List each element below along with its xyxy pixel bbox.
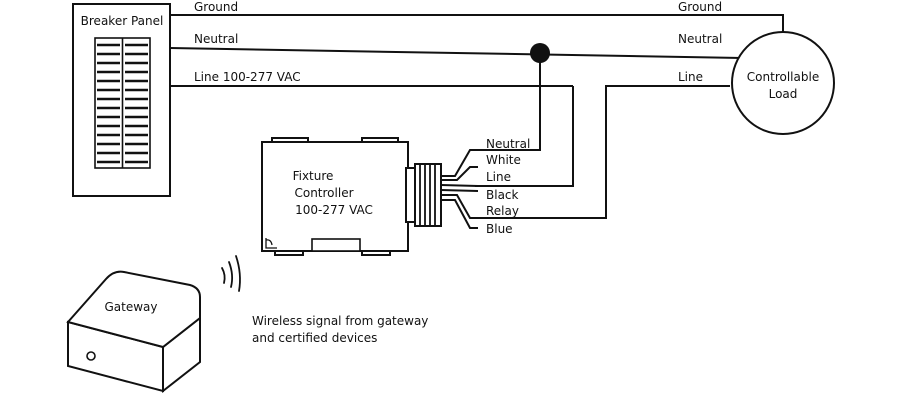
gateway-label: Gateway bbox=[104, 300, 157, 314]
wireless-note-line1: Wireless signal from gateway bbox=[252, 314, 428, 328]
gateway-indicator-light bbox=[86, 351, 96, 361]
load-label-line1: Controllable bbox=[747, 70, 819, 84]
ground-label-right: Ground bbox=[678, 0, 722, 14]
lead-label-white: White bbox=[486, 153, 521, 167]
neutral-junction-dot bbox=[530, 43, 550, 63]
line-label-left: Line 100-277 VAC bbox=[194, 70, 301, 84]
wireless-note-line2: and certified devices bbox=[252, 331, 377, 345]
breaker-slots bbox=[94, 37, 151, 169]
neutral-drop-wire bbox=[475, 55, 541, 151]
fixture-controller: Fixture Controller 100-277 VAC bbox=[261, 137, 442, 256]
lead-label-neutral: Neutral bbox=[486, 137, 530, 151]
controller-leads bbox=[440, 149, 479, 229]
controllable-load: Controllable Load bbox=[731, 31, 835, 135]
lead-label-black: Black bbox=[486, 188, 519, 202]
line-drop-wire bbox=[475, 86, 574, 187]
controller-label-line3: 100-277 VAC bbox=[295, 203, 373, 217]
ground-label-left: Ground bbox=[194, 0, 238, 14]
controller-label-line1: Fixture bbox=[293, 169, 334, 183]
neutral-wire bbox=[169, 47, 743, 59]
relay-wire bbox=[475, 85, 730, 219]
wireless-signal-icon bbox=[221, 255, 241, 292]
load-label-line2: Load bbox=[769, 87, 798, 101]
neutral-label-right: Neutral bbox=[678, 32, 722, 46]
lead-label-blue: Blue bbox=[486, 222, 513, 236]
gateway-device: Gateway bbox=[66, 270, 201, 394]
controller-label-line2: Controller bbox=[294, 186, 353, 200]
breaker-panel-label: Breaker Panel bbox=[81, 14, 164, 28]
lead-label-line: Line bbox=[486, 170, 511, 184]
ground-wire bbox=[170, 14, 784, 32]
threaded-connector bbox=[414, 163, 442, 227]
lead-label-relay: Relay bbox=[486, 204, 519, 218]
line-label-right: Line bbox=[678, 70, 703, 84]
breaker-panel: Breaker Panel bbox=[72, 3, 171, 197]
neutral-label-left: Neutral bbox=[194, 32, 238, 46]
